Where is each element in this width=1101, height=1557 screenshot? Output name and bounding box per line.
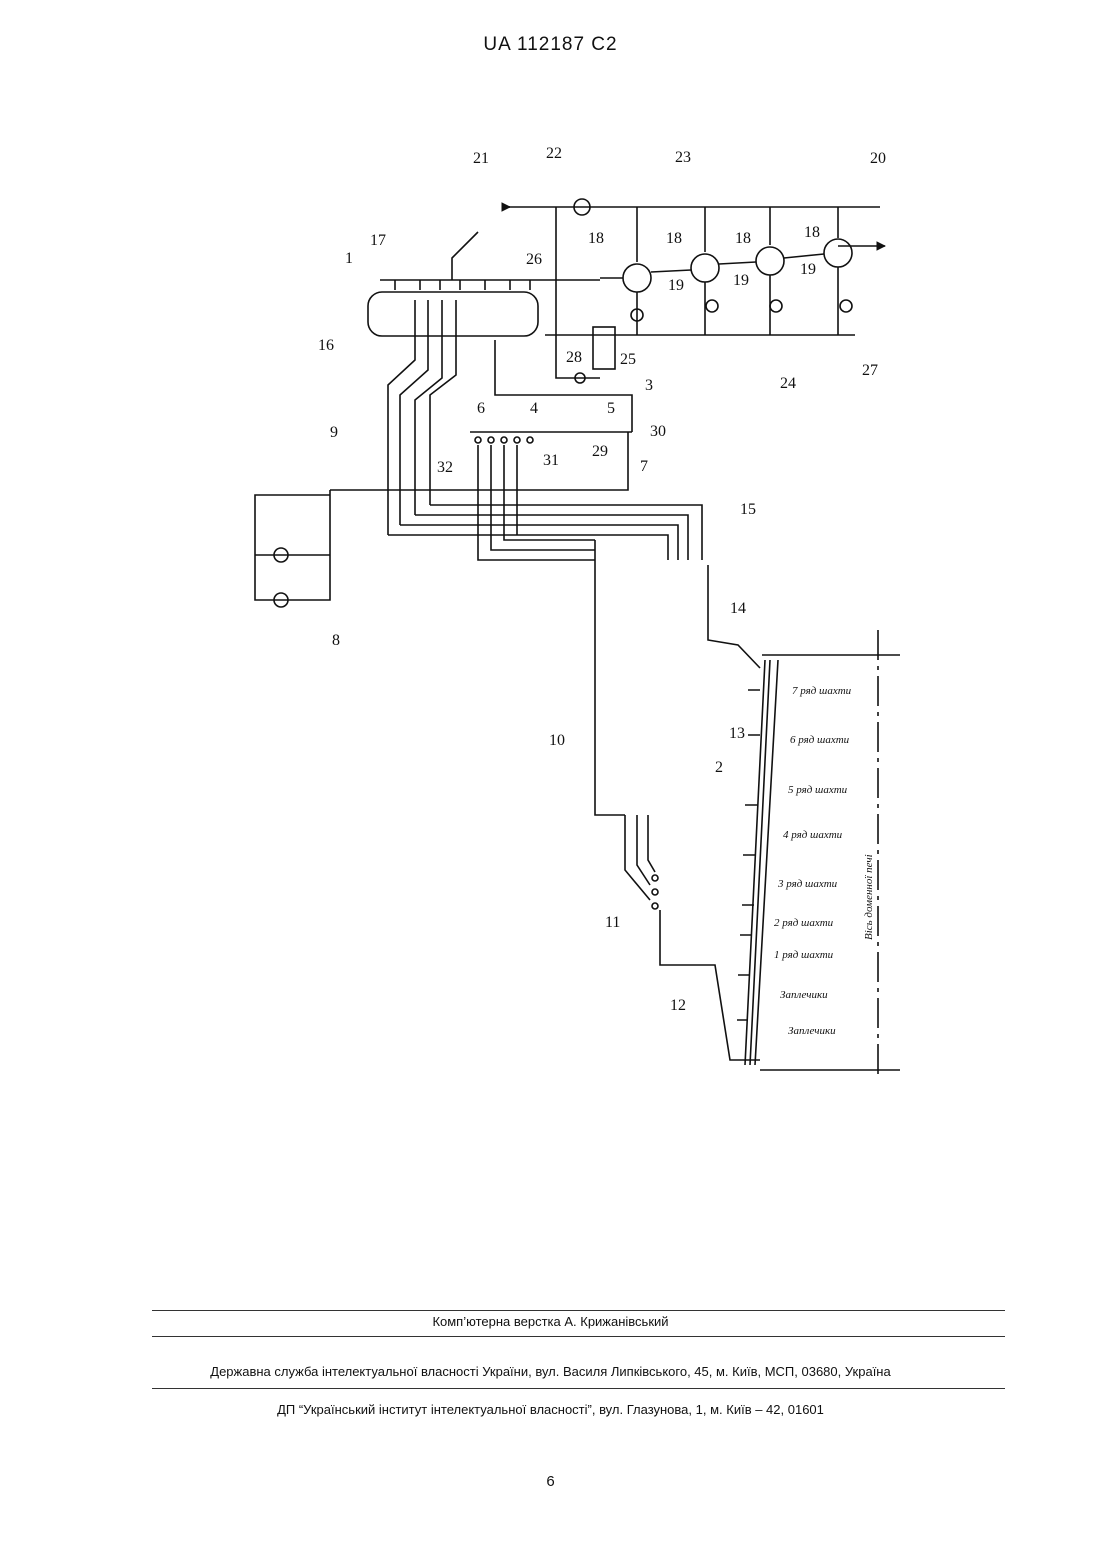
pipe-10 [595,540,625,815]
label-7: 7 [640,458,648,475]
label-19c: 19 [800,261,816,278]
label-16: 16 [318,337,334,354]
label-29: 29 [592,443,608,460]
footer-layout-credit: Комп’ютерна верстка А. Крижанівський [0,1314,1101,1329]
label-26: 26 [526,251,542,268]
label-20: 20 [870,150,886,167]
label-19b: 19 [733,272,749,289]
footer-divider-3 [152,1388,1005,1389]
pipe-7 [330,432,628,490]
label-4: 4 [530,400,538,417]
pipe-9 [255,490,330,600]
label-15: 15 [740,501,756,518]
label-18a: 18 [588,230,604,247]
page-number: 6 [0,1473,1101,1490]
row-label-1: 1 ряд шахти [774,949,834,961]
label-12: 12 [670,997,686,1014]
label-19a: 19 [668,277,684,294]
label-2: 2 [715,759,723,776]
label-13: 13 [729,725,745,742]
label-17: 17 [370,232,386,249]
label-24: 24 [780,375,796,392]
heat-exchanger-18a [623,264,651,292]
footer-office: Державна служба інтелектуальної власност… [0,1364,1101,1379]
row-label-6: 6 ряд шахти [790,734,850,746]
row-label-7: 7 ряд шахти [792,685,852,697]
label-9: 9 [330,424,338,441]
pipe-series-19 [600,254,824,278]
heat-exchanger-18b [691,254,719,282]
label-5: 5 [607,400,615,417]
expansion-tank-1 [368,292,538,336]
footer-divider-1 [152,1310,1005,1311]
row-label-4: 4 ряд шахти [783,829,843,841]
row-label-shoulders-a: Заплечики [780,989,828,1001]
pipe-12 [660,910,760,1060]
label-28: 28 [566,349,582,366]
footer-divider-2 [152,1336,1005,1337]
label-31: 31 [543,452,559,469]
row-label-shoulders-b: Заплечики [788,1025,836,1037]
label-1: 1 [345,250,353,267]
heat-exchanger-18d [824,239,852,267]
heat-exchanger-18c [756,247,784,275]
label-18c: 18 [735,230,751,247]
cooling-system-diagram: 21 22 23 20 17 26 18 18 18 18 19 19 19 1… [0,0,1101,1100]
label-6: 6 [477,400,485,417]
label-27: 27 [862,362,878,379]
label-32: 32 [437,459,453,476]
label-21: 21 [473,150,489,167]
tank-25 [593,327,615,369]
label-25: 25 [620,351,636,368]
label-11: 11 [605,914,620,931]
furnace-axis-label: Вісь доменної печі [863,854,875,940]
label-18d: 18 [804,224,820,241]
label-8: 8 [332,632,340,649]
footer-institute: ДП “Український інститут інтелектуальної… [0,1402,1101,1417]
row-label-2: 2 ряд шахти [774,917,834,929]
label-14: 14 [730,600,746,617]
label-22: 22 [546,145,562,162]
pipe-3 [495,340,632,432]
label-23: 23 [675,149,691,166]
label-18b: 18 [666,230,682,247]
row-label-3: 3 ряд шахти [777,878,838,890]
furnace-wall-2 [745,660,778,1065]
label-10: 10 [549,732,565,749]
label-30: 30 [650,423,666,440]
row-label-5: 5 ряд шахти [788,784,848,796]
label-3: 3 [645,377,653,394]
